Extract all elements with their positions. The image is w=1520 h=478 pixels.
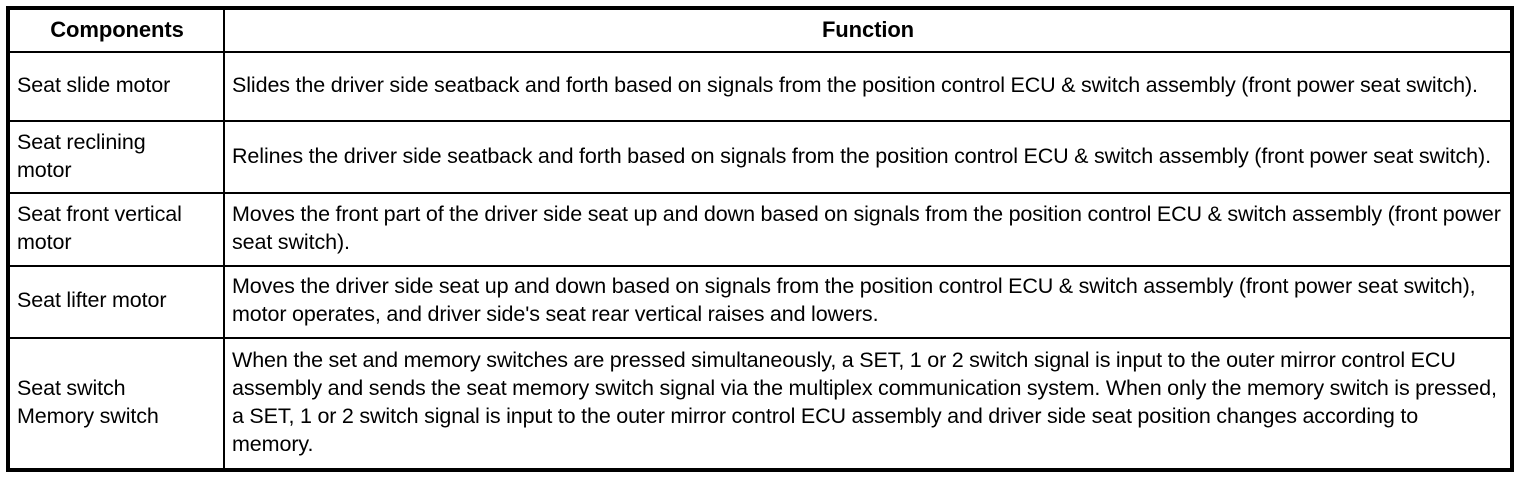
cell-component: Seat reclining motor [7,120,225,195]
cell-function: When the set and memory switches are pre… [223,336,1513,472]
cell-function: Moves the driver side seat up and down b… [223,264,1513,339]
components-function-table: Components Function Seat slide motor Sli… [6,6,1514,472]
cell-component: Seat lifter motor [7,264,225,339]
table-body: Seat slide motor Slides the driver side … [7,50,1513,472]
table-row: Seat front vertical motor Moves the fron… [7,192,1513,267]
spec-table-container: Components Function Seat slide motor Sli… [6,6,1514,472]
cell-function: Relines the driver side seatback and for… [223,120,1513,195]
header-function: Function [223,7,1513,53]
cell-component: Seat front vertical motor [7,192,225,267]
cell-component: Seat switch Memory switch [7,336,225,472]
header-components: Components [7,7,225,53]
table-header: Components Function [7,7,1513,53]
cell-function: Moves the front part of the driver side … [223,192,1513,267]
table-row: Seat switch Memory switch When the set a… [7,336,1513,472]
header-row: Components Function [7,7,1513,53]
cell-component: Seat slide motor [7,50,225,123]
table-row: Seat slide motor Slides the driver side … [7,50,1513,123]
table-row: Seat reclining motor Relines the driver … [7,120,1513,195]
cell-function: Slides the driver side seatback and fort… [223,50,1513,123]
table-row: Seat lifter motor Moves the driver side … [7,264,1513,339]
